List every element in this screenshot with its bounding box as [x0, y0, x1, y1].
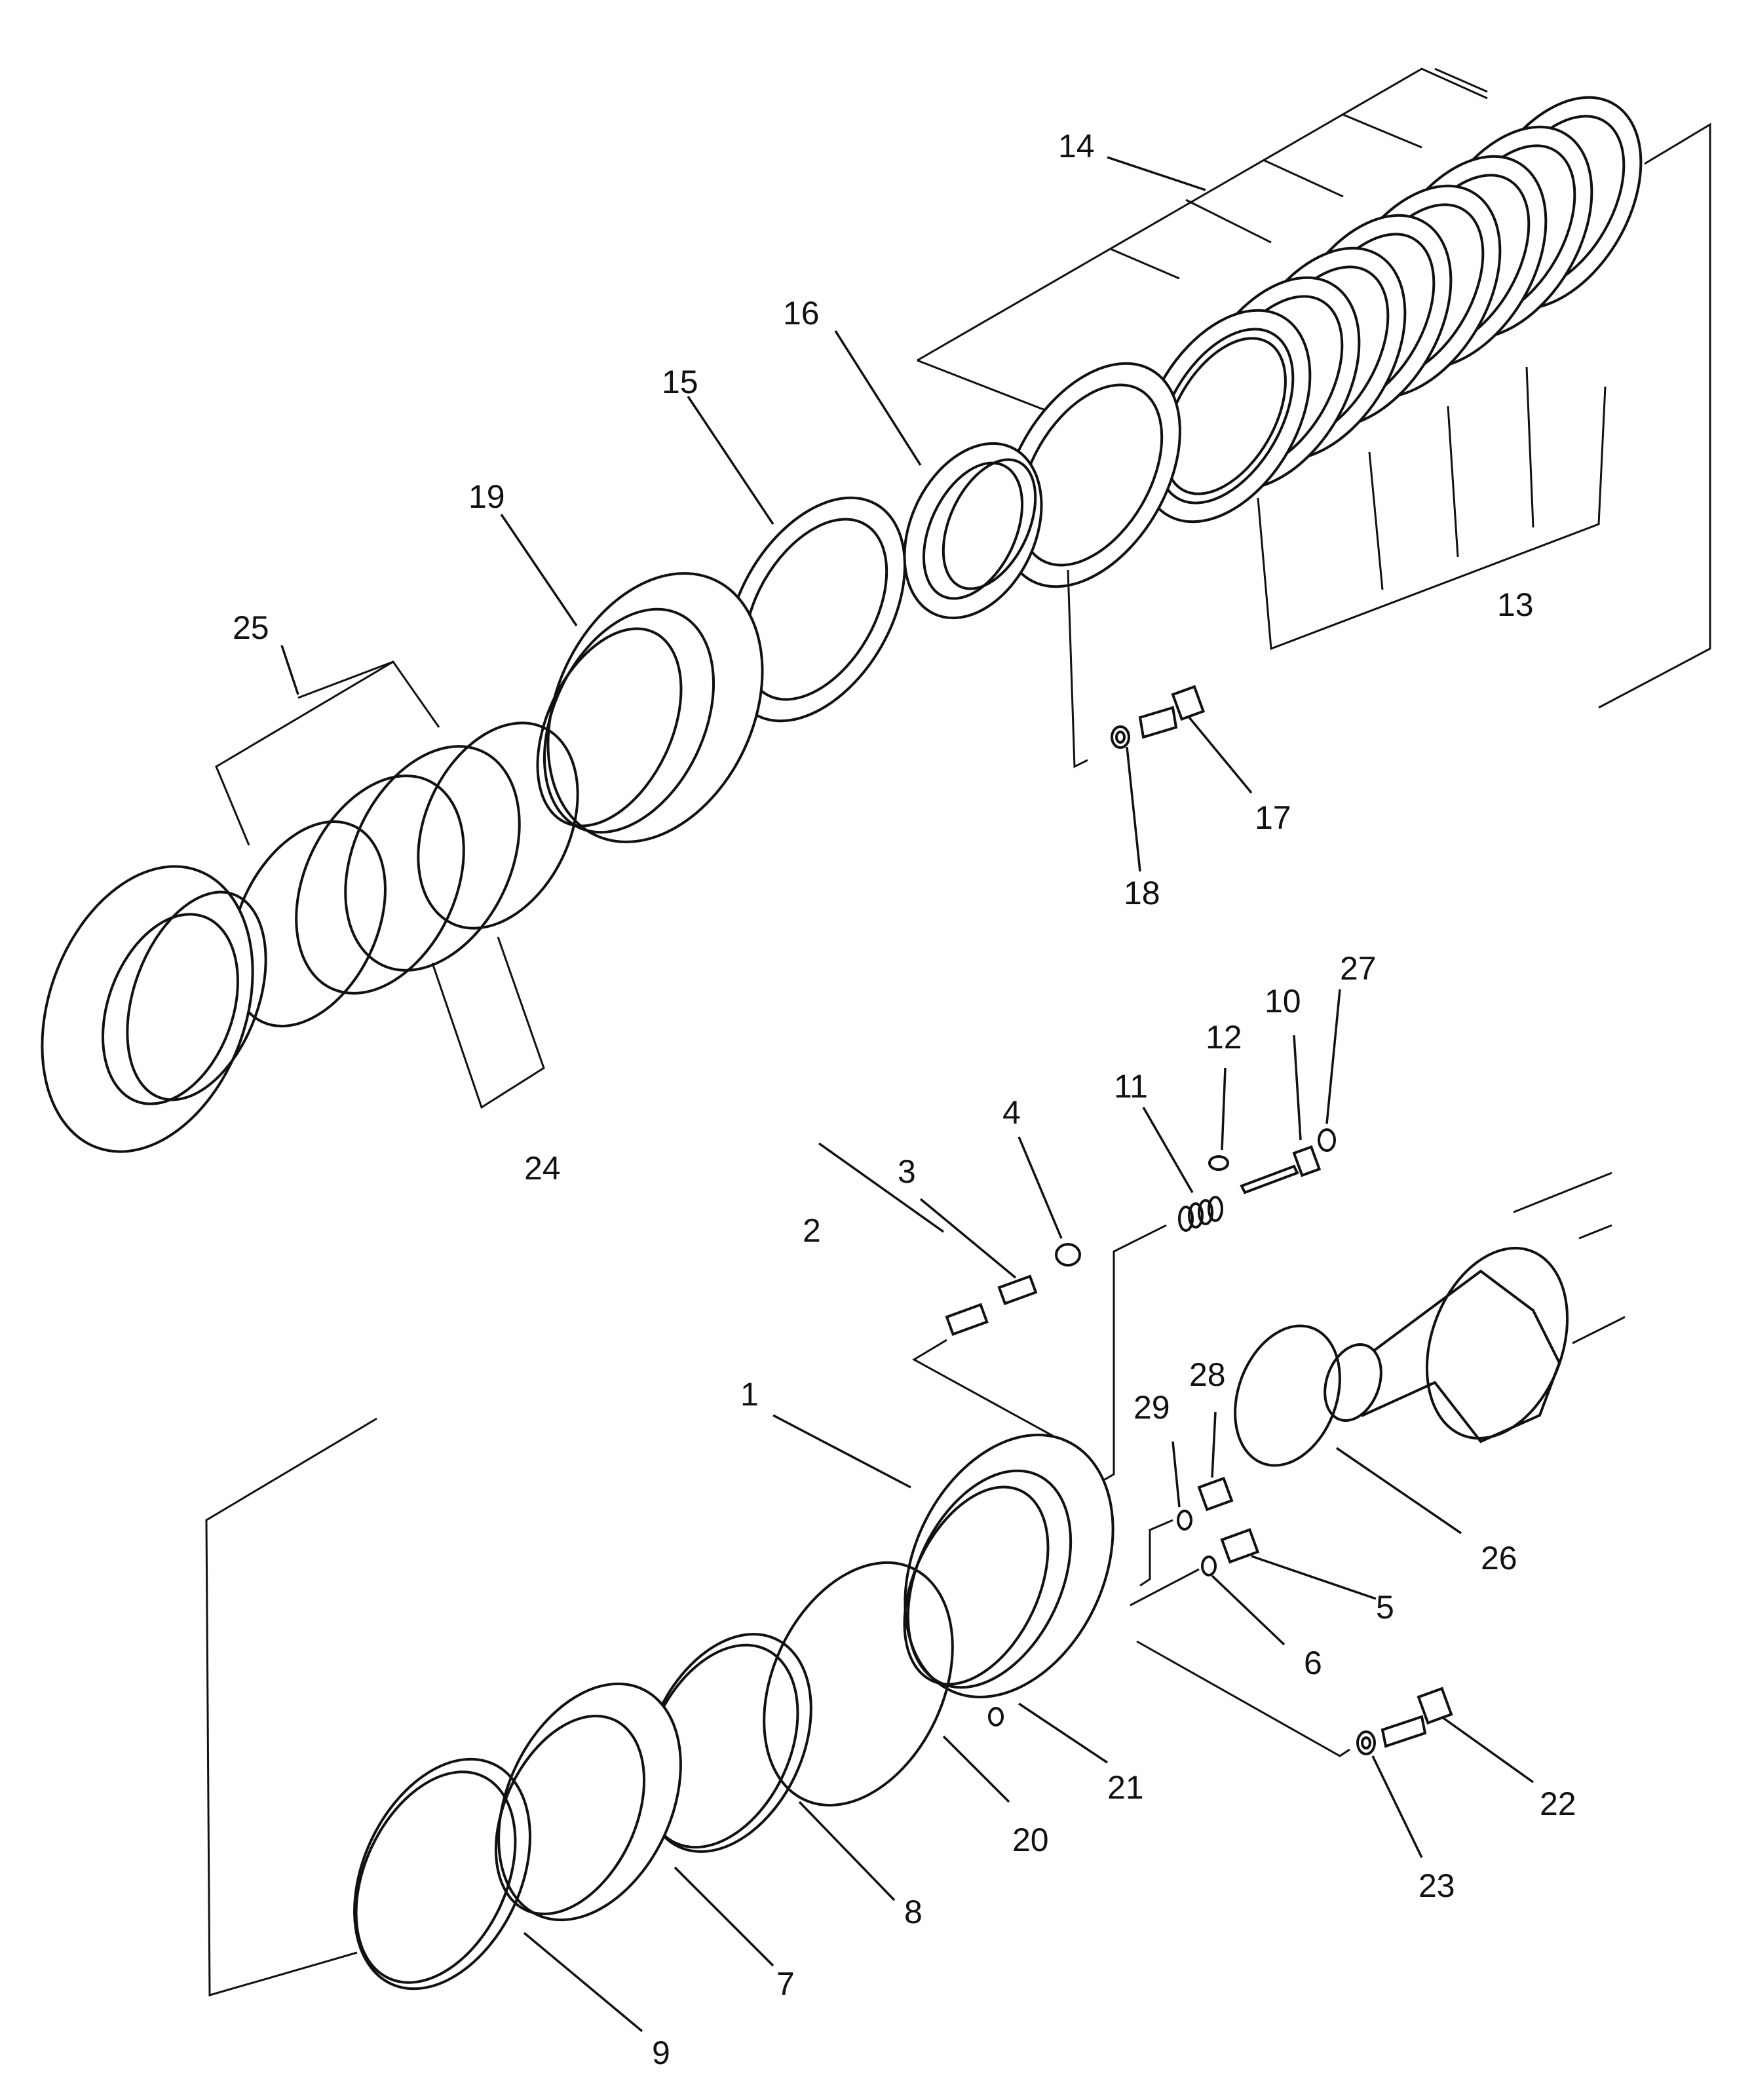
callout-2: 2 [803, 1212, 821, 1249]
callout-10: 10 [1265, 983, 1301, 1020]
plug-28 [1197, 1476, 1234, 1512]
bolt-22 [1381, 1687, 1453, 1748]
plug-5 [1220, 1528, 1260, 1564]
hub-19 [536, 572, 764, 843]
bracket-24 [431, 936, 545, 1109]
callout-15: 15 [662, 364, 698, 400]
plate-right-16 [1000, 362, 1181, 588]
oring-21 [988, 1707, 1004, 1727]
leader-lines [280, 156, 1534, 2033]
callout-5: 5 [1376, 1589, 1394, 1626]
oring-26 [1234, 1324, 1341, 1467]
bracket-bottom-left [205, 1417, 377, 1996]
bracket-29-1 [1139, 1519, 1173, 1587]
callout-29: 29 [1133, 1389, 1170, 1426]
bolt-17 [1138, 685, 1206, 739]
callout-17: 17 [1255, 799, 1291, 836]
pin-12 [1208, 1155, 1229, 1171]
callout-18: 18 [1124, 875, 1160, 911]
bracket-13 [1257, 366, 1607, 651]
callout-6: 6 [1304, 1645, 1322, 1681]
callout-13: 13 [1497, 586, 1534, 623]
rings-25-24 [229, 721, 579, 1027]
callouts: 14 16 15 19 25 13 17 18 24 27 10 12 11 4… [233, 128, 1576, 2071]
callout-28: 28 [1189, 1356, 1226, 1393]
bracket-25 [215, 660, 440, 846]
cap-4 [1055, 1243, 1081, 1267]
callout-3: 3 [898, 1153, 916, 1190]
bracket-6-1 [1130, 1568, 1200, 1607]
flange-left [41, 865, 267, 1153]
oring-27 [1318, 1128, 1336, 1152]
callout-7: 7 [776, 1966, 795, 2002]
callout-22: 22 [1540, 1785, 1576, 1822]
housing-1 [903, 1434, 1114, 1698]
callout-12: 12 [1206, 1019, 1242, 1056]
oring-6 [1201, 1556, 1217, 1576]
output-shaft [1324, 1172, 1626, 1443]
bracket-1-23 [1136, 1640, 1350, 1757]
callout-1: 1 [740, 1376, 759, 1413]
callout-20: 20 [1012, 1822, 1049, 1858]
bracket-2-1 [911, 1339, 1082, 1453]
bracket-16-17 [1067, 569, 1088, 769]
bracket-11-1 [1090, 1224, 1167, 1489]
callout-27: 27 [1340, 950, 1377, 987]
piston-7 [494, 1682, 682, 1922]
plate-15 [725, 496, 906, 723]
callout-14: 14 [1058, 128, 1095, 164]
callout-4: 4 [1002, 1094, 1021, 1131]
oring-20 [763, 1561, 954, 1807]
callout-8: 8 [904, 1894, 923, 1930]
bolt-10 [1240, 1145, 1322, 1194]
callout-19: 19 [468, 478, 505, 515]
clutch-plates-13-14 [1139, 96, 1643, 524]
callout-9: 9 [652, 2034, 670, 2071]
oring-29 [1177, 1510, 1192, 1531]
fitting-3 [997, 1274, 1038, 1305]
spring-11 [1178, 1196, 1223, 1232]
washer-18 [1111, 725, 1130, 749]
washer-23 [1356, 1730, 1376, 1755]
callout-21: 21 [1107, 1769, 1144, 1806]
ring-16 [903, 442, 1043, 620]
bracket-right [1598, 123, 1711, 709]
fitting-2 [945, 1303, 989, 1336]
callout-26: 26 [1481, 1540, 1517, 1576]
ring-9 [353, 1757, 531, 1991]
callout-11: 11 [1114, 1068, 1148, 1105]
callout-23: 23 [1419, 1867, 1455, 1904]
callout-24: 24 [524, 1150, 561, 1187]
callout-25: 25 [233, 609, 269, 646]
callout-16: 16 [783, 295, 820, 332]
